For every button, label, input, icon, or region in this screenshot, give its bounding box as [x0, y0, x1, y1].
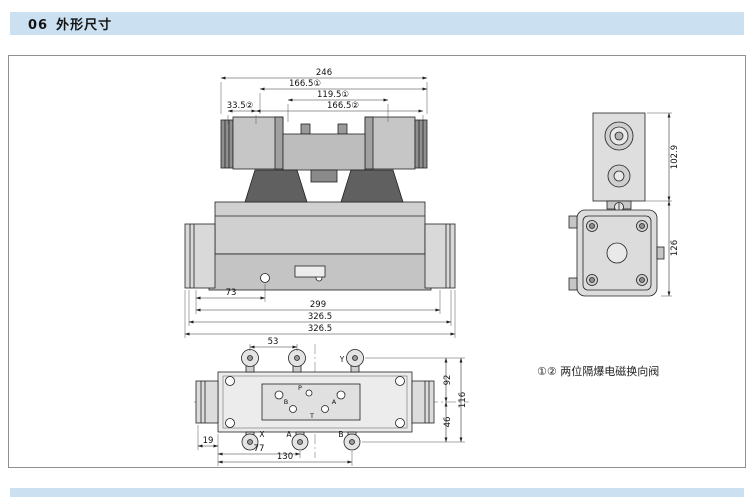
front-view-dimensions: 246 166.5① 119.5① 33.5② [184, 68, 456, 338]
section-header-band: 06 外形尺寸 [10, 12, 744, 35]
dim-119-5-coil1-label: 119.5① [317, 90, 349, 100]
side-view [568, 112, 665, 297]
dim-246: 246 [220, 68, 428, 114]
port-b-label: B [338, 430, 343, 439]
dim-326-5-upper: 326.5 [188, 290, 452, 326]
top-view: Y P B A T [194, 344, 469, 458]
dimension-drawing: 246 166.5① 119.5① 33.5② [184, 68, 680, 466]
port-b-inner-label: B [284, 398, 288, 406]
dim-299: 299 [195, 290, 441, 314]
bottom-section-band [10, 488, 744, 497]
dim-126-label: 126 [670, 240, 680, 256]
dim-77-label: 77 [254, 444, 265, 454]
section-number: 06 [28, 18, 49, 33]
dim-126: 126 [661, 200, 680, 297]
port-t-label: T [309, 412, 314, 420]
dim-246-label: 246 [316, 68, 332, 78]
dim-73-label: 73 [226, 288, 237, 298]
port-a-inner-label: A [332, 398, 337, 406]
dim-92-label: 92 [443, 375, 453, 386]
side-view-dimensions: 102.9 126 [635, 112, 680, 297]
dim-102-9: 102.9 [635, 112, 680, 202]
dimension-drawing-box: 246 166.5① 119.5① 33.5② [8, 55, 746, 468]
dim-77: 77 [217, 444, 301, 458]
dim-102-9-label: 102.9 [670, 145, 680, 169]
dim-33-5-coil2-label: 33.5② [227, 101, 254, 111]
dim-166-5-coil1-label: 166.5① [289, 79, 321, 89]
dim-130-label: 130 [277, 452, 293, 462]
dim-53-label: 53 [268, 337, 279, 347]
figure-note: ①② 两位隔爆电磁换向阀 [537, 364, 659, 378]
port-y-label: Y [339, 355, 345, 364]
dim-19-label: 19 [203, 436, 214, 446]
dim-130: 130 [217, 451, 353, 466]
dim-46: 46 [362, 401, 465, 443]
dim-116: 116 [458, 357, 468, 443]
dim-166-5-coil2: 166.5② [255, 101, 424, 120]
dim-326-5-lower-label: 326.5 [308, 324, 332, 334]
dim-119-5-coil1: 119.5① [287, 90, 389, 122]
port-a-label: A [286, 430, 292, 439]
dim-166-5-coil2-label: 166.5② [327, 101, 359, 111]
port-x-label: X [259, 430, 264, 439]
port-p-label: P [298, 384, 302, 392]
section-title-text: 外形尺寸 [56, 18, 113, 33]
dim-326-5-lower: 326.5 [184, 290, 456, 338]
front-view [184, 116, 456, 291]
dim-53: 53 [249, 337, 298, 351]
dim-46-label: 46 [443, 417, 453, 428]
section-title: 06 外形尺寸 [28, 14, 112, 33]
dim-326-5-upper-label: 326.5 [308, 312, 332, 322]
top-view-dimensions: 53 92 46 116 [197, 337, 468, 466]
dim-116-label: 116 [458, 392, 468, 408]
dim-33-5-coil2: 33.5② [227, 101, 257, 124]
dim-19: 19 [197, 425, 219, 466]
dim-92: 92 [365, 357, 465, 403]
dim-299-label: 299 [310, 300, 326, 310]
